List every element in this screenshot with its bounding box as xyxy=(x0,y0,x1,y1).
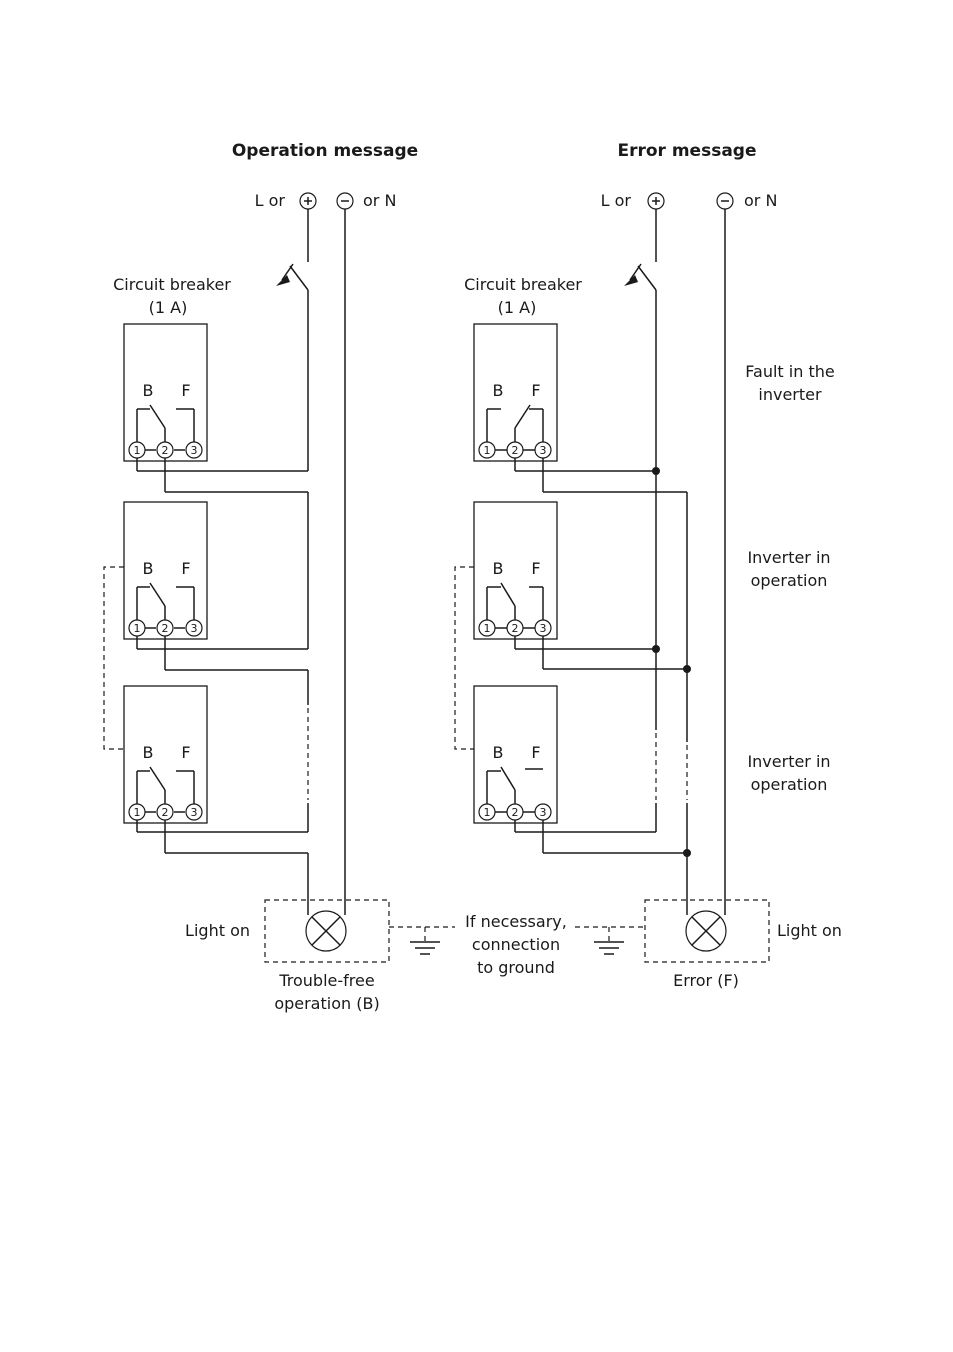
terminal-2-label: 2 xyxy=(162,444,169,457)
terminal-2-label: 2 xyxy=(512,444,519,457)
contact-b-label: B xyxy=(493,381,504,400)
terminal-1-label: 1 xyxy=(484,444,491,457)
contact-f-label: F xyxy=(181,381,190,400)
terminal-2-label: 2 xyxy=(512,806,519,819)
junction-dot xyxy=(652,645,660,653)
state-3-label: Inverter in xyxy=(747,752,830,771)
left-relay-2 xyxy=(123,501,208,640)
left-relay-dashed-link xyxy=(103,566,124,750)
terminal-1-label: 1 xyxy=(484,622,491,635)
left-lamp-label: Trouble-free xyxy=(278,971,374,990)
right-relay-dashed-link xyxy=(454,566,474,750)
state-3-label-line2: operation xyxy=(751,775,828,794)
right-plus-terminal-icon xyxy=(647,192,665,210)
terminal-2-label: 2 xyxy=(162,622,169,635)
terminal-1-label: 1 xyxy=(134,444,141,457)
terminal-3-label: 3 xyxy=(191,444,198,457)
terminal-2-label: 2 xyxy=(162,806,169,819)
right-relay-2 xyxy=(473,501,558,640)
left-or-n-label: or N xyxy=(363,191,396,210)
right-lamp-icon xyxy=(685,910,727,952)
error-message-title: Error message xyxy=(617,141,756,161)
left-circuit-breaker-rating: (1 A) xyxy=(149,298,188,317)
left-relay-1-terminals xyxy=(128,441,203,459)
right-lamp-housing xyxy=(644,899,770,963)
right-light-on-label: Light on xyxy=(777,921,842,940)
terminal-numbers: 1 2 3 1 2 3 1 2 3 1 2 3 1 2 3 1 2 3 xyxy=(134,444,547,819)
contact-f-label: F xyxy=(181,559,190,578)
junction-dot xyxy=(683,665,691,673)
contact-f-label: F xyxy=(531,743,540,762)
state-1-label-line2: inverter xyxy=(758,385,822,404)
left-circuit-breaker-label: Circuit breaker xyxy=(113,275,231,294)
state-2-label-line2: operation xyxy=(751,571,828,590)
terminal-1-label: 1 xyxy=(134,622,141,635)
state-2-label: Inverter in xyxy=(747,548,830,567)
left-lamp-housing xyxy=(264,899,390,963)
operation-message-title: Operation message xyxy=(232,141,418,161)
contact-f-label: F xyxy=(181,743,190,762)
junction-dot xyxy=(652,467,660,475)
right-or-n-label: or N xyxy=(744,191,777,210)
right-relay-3-terminals xyxy=(478,803,552,821)
left-relay-1 xyxy=(123,323,208,462)
left-lamp-label-line2: operation (B) xyxy=(274,994,379,1013)
right-relay-3 xyxy=(473,685,558,824)
contact-b-label: B xyxy=(143,743,154,762)
contact-f-label: F xyxy=(531,559,540,578)
contact-b-label: B xyxy=(143,381,154,400)
relay-labels: B F B F B F B F B F B F xyxy=(143,381,541,762)
left-ground-icon xyxy=(410,927,440,955)
terminal-3-label: 3 xyxy=(191,622,198,635)
left-relay-2-terminals xyxy=(128,619,203,637)
terminal-2-label: 2 xyxy=(512,622,519,635)
left-relay-3-terminals xyxy=(128,803,203,821)
left-minus-terminal-icon xyxy=(336,192,354,210)
left-plus-terminal-icon xyxy=(299,192,317,210)
left-circuit-breaker-icon xyxy=(276,209,309,291)
terminal-3-label: 3 xyxy=(540,444,547,457)
terminal-1-label: 1 xyxy=(134,806,141,819)
contact-b-label: B xyxy=(493,743,504,762)
left-lamp-icon xyxy=(305,910,347,952)
right-relay-1 xyxy=(473,323,558,462)
right-circuit-breaker-icon xyxy=(624,209,657,291)
ground-note-line3: to ground xyxy=(477,958,555,977)
contact-b-label: B xyxy=(143,559,154,578)
ground-note-line2: connection xyxy=(472,935,560,954)
left-light-on-label: Light on xyxy=(185,921,250,940)
right-circuit-breaker-rating: (1 A) xyxy=(498,298,537,317)
terminal-3-label: 3 xyxy=(191,806,198,819)
contact-b-label: B xyxy=(493,559,504,578)
contact-f-label: F xyxy=(531,381,540,400)
right-lamp-label: Error (F) xyxy=(673,971,739,990)
terminal-1-label: 1 xyxy=(484,806,491,819)
right-ground-icon xyxy=(594,927,624,955)
right-circuit-breaker-label: Circuit breaker xyxy=(464,275,582,294)
state-1-label: Fault in the xyxy=(745,362,834,381)
left-l-or-label: L or xyxy=(255,191,286,210)
right-minus-terminal-icon xyxy=(716,192,734,210)
ground-note-line1: If necessary, xyxy=(465,912,567,931)
terminal-3-label: 3 xyxy=(540,806,547,819)
junction-dot xyxy=(683,849,691,857)
left-relay-3 xyxy=(123,685,208,824)
right-l-or-label: L or xyxy=(601,191,632,210)
terminal-3-label: 3 xyxy=(540,622,547,635)
